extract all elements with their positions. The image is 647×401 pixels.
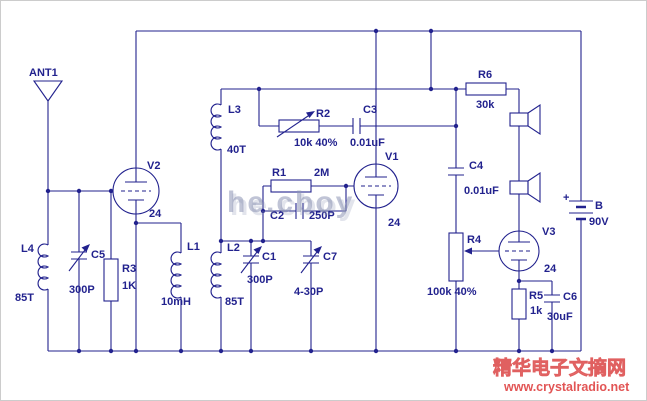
label-battery-ref: B xyxy=(595,200,603,212)
capacitor-c4 xyxy=(448,167,464,176)
label-c2-value: 250P xyxy=(309,210,335,222)
potentiometer-r2 xyxy=(276,111,320,138)
label-c7-value: 4-30P xyxy=(294,286,323,298)
label-v1-value: 24 xyxy=(388,217,401,229)
label-c3-value: 0.01uF xyxy=(350,137,385,149)
headphone-icon-lower xyxy=(509,171,541,204)
label-r4-ref: R4 xyxy=(467,234,482,246)
label-c3-ref: C3 xyxy=(363,104,377,116)
label-v1-ref: V1 xyxy=(385,151,398,163)
potentiometer-r4 xyxy=(448,232,472,282)
inductor-l3 xyxy=(210,103,223,151)
label-c1-value: 300P xyxy=(247,274,273,286)
label-r1-ref: R1 xyxy=(272,167,286,179)
center-watermark-shadow: he.cboy xyxy=(230,189,357,222)
inductor-l1 xyxy=(170,251,183,299)
label-l1-ref: L1 xyxy=(187,241,200,253)
label-r3-ref: R3 xyxy=(122,263,136,275)
center-watermark: he.cboy xyxy=(227,186,354,219)
tube-v2 xyxy=(112,167,160,215)
label-r2-value: 10k 40% xyxy=(294,137,338,149)
label-r4-value: 100k 40% xyxy=(427,286,477,298)
label-c5-ref: C5 xyxy=(91,249,105,261)
label-c2-ref: C2 xyxy=(270,210,284,222)
label-r6-ref: R6 xyxy=(478,69,492,81)
site-stamp-url: www.crystalradio.net xyxy=(503,380,630,394)
capacitor-c6 xyxy=(544,294,560,303)
label-r5-ref: R5 xyxy=(529,290,543,302)
capacitor-c1-variable xyxy=(240,246,262,274)
label-c4-ref: C4 xyxy=(469,160,484,172)
label-c6-value: 30uF xyxy=(547,311,573,323)
label-c1-ref: C1 xyxy=(262,251,276,263)
capacitor-c5-variable xyxy=(68,244,90,272)
label-r6-value: 30k xyxy=(476,99,495,111)
label-v3-value: 24 xyxy=(544,263,557,275)
label-r1-value: 2M xyxy=(314,167,329,179)
resistor-r5 xyxy=(511,288,527,320)
label-c5-value: 300P xyxy=(69,284,95,296)
label-r2-ref: R2 xyxy=(316,108,330,120)
label-l2-ref: L2 xyxy=(227,242,240,254)
capacitor-c7-variable xyxy=(300,246,322,274)
inductor-l2 xyxy=(210,251,223,299)
component-labels: ANT1 V2 24 L4 85T C5 300P R3 1K L1 10mH … xyxy=(15,67,609,323)
label-r5-value: 1k xyxy=(530,305,543,317)
label-v2-value: 24 xyxy=(149,208,162,220)
capacitor-c3 xyxy=(352,118,361,134)
label-v3-ref: V3 xyxy=(542,226,555,238)
label-r3-value: 1K xyxy=(122,280,136,292)
battery-b xyxy=(569,200,593,221)
label-v2-ref: V2 xyxy=(147,160,160,172)
watermarks: he.cboy he.cboy 精华电子文摘网 www.crystalradio… xyxy=(227,186,630,394)
label-l2-value: 85T xyxy=(225,296,244,308)
label-battery-polarity: + xyxy=(563,192,569,204)
resistor-r1 xyxy=(270,179,312,193)
tube-v3 xyxy=(498,230,540,272)
label-l4-ref: L4 xyxy=(21,243,35,255)
label-l3-ref: L3 xyxy=(228,104,241,116)
tube-v1 xyxy=(353,163,399,209)
resistor-r6 xyxy=(465,82,507,96)
label-c7-ref: C7 xyxy=(323,251,337,263)
resistor-r3 xyxy=(103,258,119,302)
antenna-icon xyxy=(32,80,64,102)
junction-dots xyxy=(45,28,555,354)
label-c6-ref: C6 xyxy=(563,291,577,303)
label-ant1: ANT1 xyxy=(29,67,58,79)
wiring xyxy=(47,30,582,352)
label-c4-value: 0.01uF xyxy=(464,185,499,197)
label-l1-value: 10mH xyxy=(161,296,191,308)
inductor-l4 xyxy=(37,243,50,291)
label-battery-value: 90V xyxy=(589,216,609,228)
capacitor-c2 xyxy=(295,203,304,219)
site-stamp-chinese: 精华电子文摘网 xyxy=(493,356,626,379)
label-l4-value: 85T xyxy=(15,292,34,304)
headphone-icon-upper xyxy=(509,103,541,136)
label-l3-value: 40T xyxy=(227,144,246,156)
